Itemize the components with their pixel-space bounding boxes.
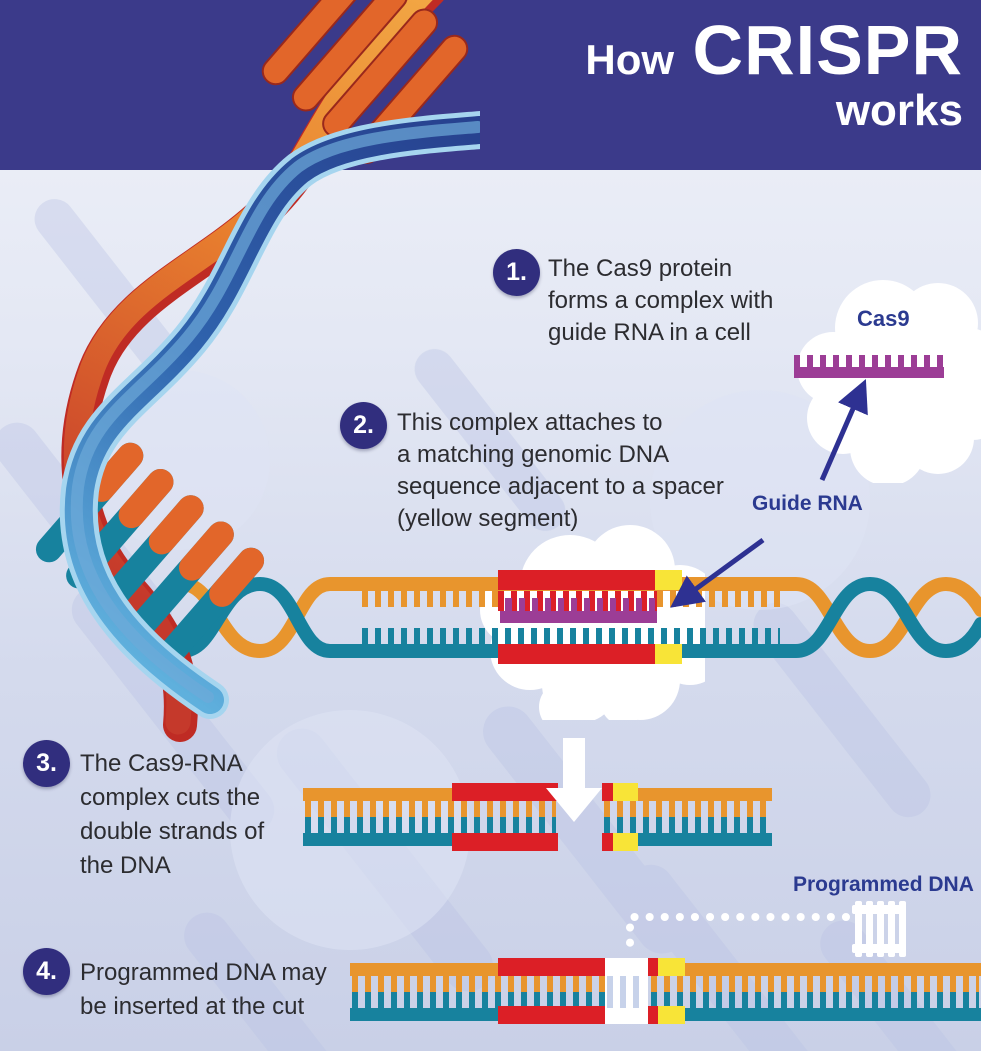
dna3-red-segment-bottom: [452, 833, 558, 851]
programmed-dna-label: Programmed DNA: [793, 873, 974, 896]
dna3-right-top-teeth: [604, 801, 770, 817]
dna4-insert-teeth-top: [607, 976, 646, 992]
dna2-right-twist: [778, 576, 981, 659]
step-text-line: the DNA: [80, 852, 171, 879]
dna2-cas9-red-segment-bottom: [498, 644, 655, 664]
dna2-spacer-yellow-bottom: [655, 644, 682, 664]
step-2-badge: 2.: [340, 402, 387, 449]
step-4-text: Programmed DNA may be inserted at the cu…: [80, 956, 327, 1024]
dna4-yellow-bottom: [658, 1006, 685, 1024]
dna2-top-teeth: [657, 591, 780, 607]
step-3-text: The Cas9-RNA complex cuts the double str…: [80, 747, 264, 883]
dna3-right-top-strand: [638, 788, 772, 801]
step-1-number: 1.: [506, 258, 527, 286]
step-text-line: The Cas9-RNA: [80, 750, 243, 777]
dna-helix-illustration: [35, 0, 480, 742]
step-text-line: sequence adjacent to a spacer: [397, 473, 724, 500]
dna2-cas9-red-segment-top: [498, 570, 655, 590]
step-text-line: The Cas9 protein: [548, 255, 733, 282]
dna4-red-sliver-bottom: [648, 1006, 658, 1024]
step-text-line: forms a complex with: [548, 287, 774, 314]
step-4-badge: 4.: [23, 948, 70, 995]
step-1-text: The Cas9 protein forms a complex with gu…: [548, 253, 773, 349]
step-2-text: This complex attaches to a matching geno…: [397, 407, 724, 535]
dna3-right-bottom-strand: [638, 833, 772, 846]
programmed-dna-icon: [852, 901, 906, 957]
dna4-red-sliver-top: [648, 958, 658, 976]
title-crispr: CRISPR: [692, 11, 963, 89]
dna4-bottom-teeth: [352, 992, 979, 1008]
step-text-line: This complex attaches to: [397, 409, 663, 436]
dna3-left-top-teeth: [305, 801, 556, 817]
dna4-insert-teeth-bottom: [607, 992, 646, 1008]
step-3-badge: 3.: [23, 740, 70, 787]
step-text-line: Programmed DNA may: [80, 959, 327, 986]
dna4-red-segment-top: [498, 958, 605, 976]
dna4-top-teeth: [352, 976, 979, 992]
dna3-right-yellow-top: [613, 783, 638, 801]
step-text-line: (yellow segment): [397, 505, 579, 532]
step-4-number: 4.: [36, 957, 57, 985]
dna2-spacer-yellow-top: [655, 570, 682, 590]
dna2-guide-rna-teeth: [500, 598, 657, 611]
step-1-badge: 1.: [493, 249, 540, 296]
step-text-line: be inserted at the cut: [80, 993, 305, 1020]
step-2-number: 2.: [353, 411, 374, 439]
title-line-1: How CRISPR: [585, 10, 963, 90]
dna4-red-segment-bottom: [498, 1006, 605, 1024]
step-text-line: double strands of: [80, 818, 265, 845]
title-works: works: [835, 86, 963, 135]
title-how: How: [585, 36, 675, 83]
dna3-right-bottom-teeth: [604, 817, 770, 833]
dna3-right-yellow-bottom: [613, 833, 638, 851]
dna3-right-red-bottom: [602, 833, 613, 851]
guide-rna-complex-bar: [794, 367, 944, 378]
step-text-line: a matching genomic DNA: [397, 441, 670, 468]
page-title: How CRISPR works: [585, 10, 963, 136]
cas9-label: Cas9: [857, 306, 910, 331]
dna4-yellow-top: [658, 958, 685, 976]
guide-rna-complex-icon: [794, 355, 944, 367]
step-text-line: complex cuts the: [80, 784, 261, 811]
dna2-guide-rna-bar: [500, 611, 657, 623]
header-banner: [0, 0, 981, 170]
dna3-red-segment-top: [452, 783, 558, 801]
step-text-line: guide RNA in a cell: [548, 319, 751, 346]
dna2-bottom-teeth: [362, 628, 780, 644]
dna3-right-red-top: [602, 783, 613, 801]
dna2-top-teeth: [362, 591, 498, 607]
dna3-left-bottom-teeth: [305, 817, 556, 833]
guide-rna-label: Guide RNA: [752, 492, 863, 515]
step-3-number: 3.: [36, 749, 57, 777]
